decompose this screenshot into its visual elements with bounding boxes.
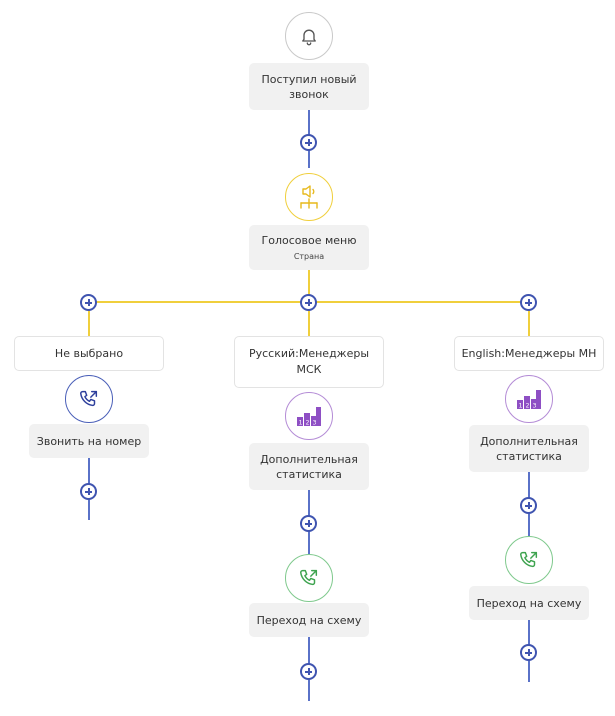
branch-label-box-1[interactable]: Не выбрано bbox=[14, 336, 164, 371]
svg-text:3: 3 bbox=[313, 420, 317, 427]
svg-text:1: 1 bbox=[519, 403, 523, 410]
add-step-branch-1[interactable] bbox=[80, 483, 97, 500]
statistics-icon: 1 2 3 bbox=[297, 407, 321, 427]
trigger-label: Поступил новый звонок bbox=[261, 72, 357, 101]
goto-scheme-node-3[interactable] bbox=[505, 536, 553, 584]
connector-branch-1 bbox=[88, 302, 90, 336]
svg-text:1: 1 bbox=[299, 420, 303, 427]
add-branch-step-2[interactable] bbox=[300, 294, 317, 311]
phone-outgoing-icon bbox=[300, 569, 318, 586]
branch-label: English:Менеджеры МН bbox=[461, 346, 597, 360]
branch-label-box-2[interactable]: Русский:Менеджеры МСК bbox=[234, 336, 384, 388]
add-branch-step-3[interactable] bbox=[520, 294, 537, 311]
step-label: Звонить на номер bbox=[36, 434, 142, 448]
add-branch-step-1[interactable] bbox=[80, 294, 97, 311]
statistics-label-box-2[interactable]: Дополнительная статистика bbox=[249, 443, 369, 490]
add-step-branch-2-mid[interactable] bbox=[300, 515, 317, 532]
step-label: Переход на схему bbox=[256, 613, 362, 627]
trigger-node[interactable] bbox=[285, 12, 333, 60]
svg-text:2: 2 bbox=[306, 420, 310, 427]
phone-outgoing-icon bbox=[80, 390, 98, 407]
add-step-branch-2-tail[interactable] bbox=[300, 663, 317, 680]
add-step-branch-3-tail[interactable] bbox=[520, 644, 537, 661]
goto-scheme-node-2[interactable] bbox=[285, 554, 333, 602]
phone-outgoing-icon bbox=[520, 551, 538, 568]
ivr-title: Голосовое меню bbox=[261, 233, 357, 247]
svg-text:3: 3 bbox=[533, 403, 537, 410]
connector-ivr bbox=[308, 268, 310, 302]
step-label: Переход на схему bbox=[476, 596, 582, 610]
statistics-icon: 1 2 3 bbox=[517, 390, 541, 410]
goto-scheme-label-box-3[interactable]: Переход на схему bbox=[469, 586, 589, 620]
statistics-node-3[interactable]: 1 2 3 bbox=[505, 375, 553, 423]
goto-scheme-label-box-2[interactable]: Переход на схему bbox=[249, 603, 369, 637]
ivr-label-box[interactable]: Голосовое меню Страна bbox=[249, 225, 369, 270]
add-step-branch-3-mid[interactable] bbox=[520, 497, 537, 514]
bell-icon bbox=[302, 29, 316, 46]
svg-text:2: 2 bbox=[526, 403, 530, 410]
trigger-label-box[interactable]: Поступил новый звонок bbox=[249, 63, 369, 110]
add-step-after-trigger[interactable] bbox=[300, 134, 317, 151]
step-label: Дополнительная статистика bbox=[480, 434, 578, 463]
statistics-node-2[interactable]: 1 2 3 bbox=[285, 392, 333, 440]
ivr-icon bbox=[300, 185, 318, 209]
step-label: Дополнительная статистика bbox=[260, 452, 358, 481]
call-number-label-box[interactable]: Звонить на номер bbox=[29, 424, 149, 458]
ivr-node[interactable] bbox=[285, 173, 333, 221]
statistics-label-box-3[interactable]: Дополнительная статистика bbox=[469, 425, 589, 472]
ivr-subtitle: Страна bbox=[293, 251, 325, 261]
connector-branch-3 bbox=[528, 302, 530, 336]
connector-branch-2 bbox=[308, 302, 310, 336]
branch-label-box-3[interactable]: English:Менеджеры МН bbox=[454, 336, 604, 371]
branch-label: Не выбрано bbox=[54, 346, 124, 360]
call-number-node[interactable] bbox=[65, 375, 113, 423]
branch-label: Русский:Менеджеры МСК bbox=[248, 347, 370, 376]
